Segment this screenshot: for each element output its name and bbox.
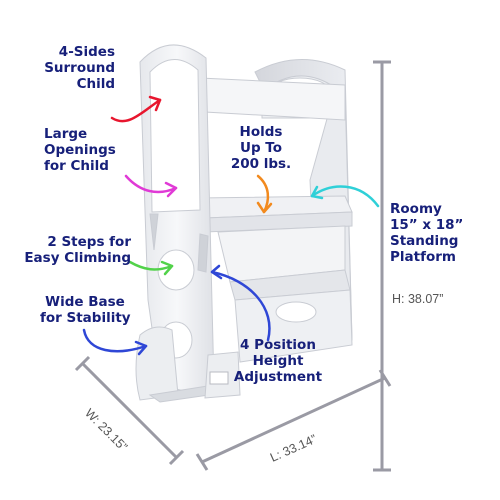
label-4-position-height: 4 Position Height Adjustment <box>232 337 324 385</box>
label-line: Easy Climbing <box>24 250 131 266</box>
cyan-arrow <box>310 185 380 208</box>
label-large-openings: Large Openings for Child <box>44 126 116 174</box>
label-line: Adjustment <box>233 369 323 385</box>
label-line: 15” x 18” <box>390 217 464 233</box>
label-line: Openings <box>44 142 116 158</box>
blue-arrow-base <box>82 328 148 356</box>
label-line: for Child <box>44 158 109 174</box>
length-dimension-line <box>195 369 392 471</box>
label-line: for Stability <box>40 310 131 326</box>
label-line: Large <box>44 126 88 142</box>
label-line: Standing <box>390 233 459 249</box>
magenta-arrow <box>124 174 178 198</box>
label-wide-base: Wide Base for Stability <box>40 294 131 326</box>
learning-tower <box>135 44 353 403</box>
label-line: Holds <box>239 124 283 140</box>
label-line: Surround <box>44 60 115 76</box>
label-line: Child <box>76 76 115 92</box>
label-line: Roomy <box>390 201 442 217</box>
label-line: 4-Sides <box>58 44 115 60</box>
label-line: Up To <box>239 140 283 156</box>
red-arrow <box>110 95 162 123</box>
label-roomy-platform: Roomy 15” x 18” Standing Platform <box>390 201 463 265</box>
height-dimension-label: H: 38.07” <box>392 292 444 306</box>
label-line: Platform <box>390 249 456 265</box>
green-arrow <box>128 260 174 276</box>
label-2-steps: 2 Steps for Easy Climbing <box>24 234 131 266</box>
label-line: Height <box>252 353 304 369</box>
blue-arrow-platform <box>210 264 271 342</box>
label-line: Wide Base <box>45 294 125 310</box>
label-4-sides-surround: 4-Sides Surround Child <box>44 44 115 92</box>
label-line: 2 Steps for <box>47 234 131 250</box>
height-dimension-line <box>373 60 391 472</box>
label-line: 4 Position <box>240 337 316 353</box>
label-holds-200-lbs: Holds Up To 200 lbs. <box>226 124 296 172</box>
orange-arrow <box>256 174 273 214</box>
label-line: 200 lbs. <box>230 156 292 172</box>
width-dimension-line <box>74 355 185 466</box>
